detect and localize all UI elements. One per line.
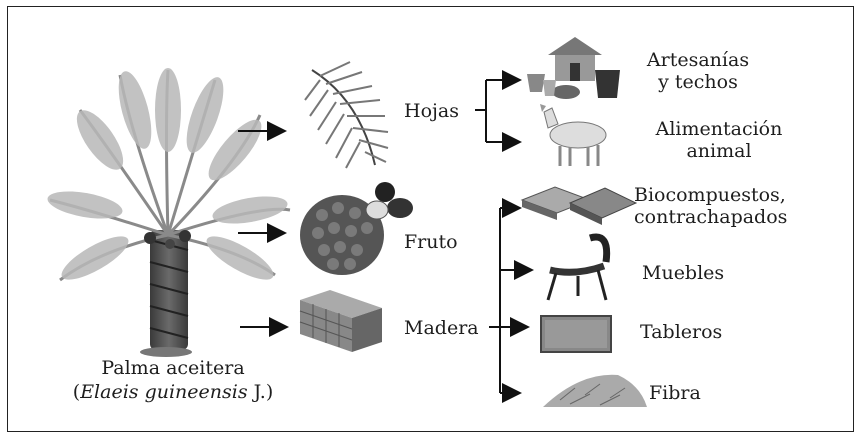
label-fruit: Fruto [404,230,458,254]
label-furniture: Muebles [642,261,724,285]
label-crafts-line1: Artesanías [628,48,768,72]
label-crafts-line2: y techos [628,70,768,94]
source-name-line1: Palma aceitera [73,356,273,380]
label-feed-line1: Alimentación [630,117,808,141]
source-name-line2: (Elaeis guineensis J.) [63,380,283,404]
label-feed-line2: animal [630,139,808,163]
label-wood: Madera [404,316,479,340]
wood-branch [489,208,500,393]
label-composites-line2: contrachapados [634,205,787,229]
source-author: J.) [248,381,274,403]
label-fiber: Fibra [649,381,701,405]
label-boards: Tableros [640,320,722,344]
source-scientific-name: Elaeis guineensis [80,381,247,403]
leaves-branch [475,80,486,142]
label-leaves: Hojas [404,99,459,123]
label-composites-line1: Biocompuestos, [634,183,786,207]
